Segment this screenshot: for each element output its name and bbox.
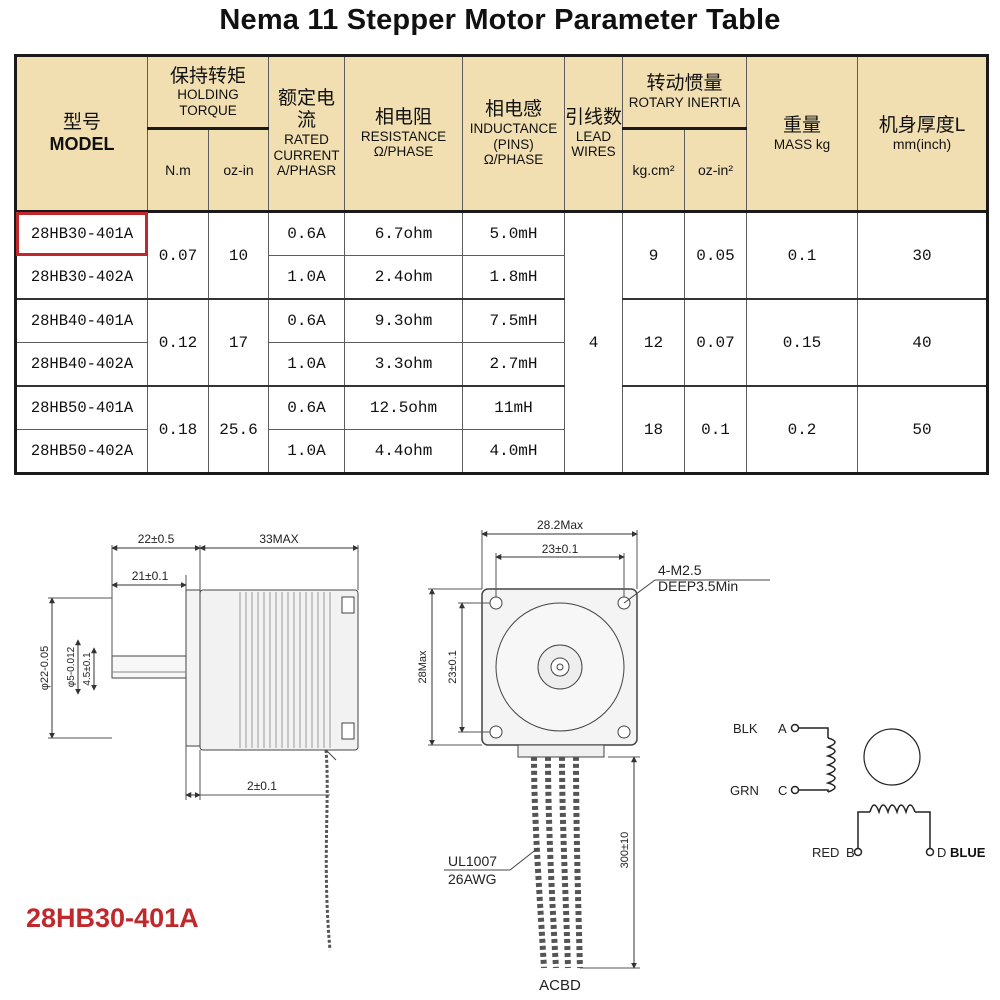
wire-blk-label: BLK xyxy=(733,721,758,736)
header-unit-nm: N.m xyxy=(147,128,209,212)
model-cell: 28HB40-401A xyxy=(15,298,148,343)
inductance-cell: 11mH xyxy=(462,385,565,430)
inertia-ozin2-cell: 0.07 xyxy=(684,298,747,387)
current-cell: 0.6A xyxy=(268,210,345,256)
current-cell: 1.0A xyxy=(268,342,345,387)
dim-phi22: φ22-0.05 xyxy=(39,646,51,690)
front-view-drawing xyxy=(428,530,770,969)
current-cell: 0.6A xyxy=(268,385,345,430)
inductance-cell: 7.5mH xyxy=(462,298,565,343)
torque-nm-cell: 0.18 xyxy=(147,385,209,474)
dim-28-2max: 28.2Max xyxy=(537,518,583,532)
hole-spec: 4-M2.5 xyxy=(658,562,702,578)
technical-drawings: 22±0.5 33MAX 21±0.1 2±0.1 φ22-0.05 φ5-0.… xyxy=(39,518,986,994)
torque-nm-cell: 0.07 xyxy=(147,210,209,300)
resistance-cell: 6.7ohm xyxy=(344,210,463,256)
header-rotary-inertia: 转动惯量 ROTARY INERTIA xyxy=(622,55,747,130)
header-lead-wires: 引线数 LEAD WIRES xyxy=(564,55,623,212)
inertia-ozin2-cell: 0.1 xyxy=(684,385,747,474)
header-thickness: 机身厚度L mm(inch) xyxy=(857,55,988,212)
header-rated-current: 额定电流 RATED CURRENT A/PHASR xyxy=(268,55,345,212)
current-cell: 1.0A xyxy=(268,255,345,300)
pin-a-label: A xyxy=(778,721,787,736)
thickness-cell: 40 xyxy=(857,298,988,387)
wire-grn-label: GRN xyxy=(730,783,759,798)
model-cell-highlighted: 28HB30-401A xyxy=(15,210,148,256)
wire-order-label: ACBD xyxy=(539,977,581,994)
torque-ozin-cell: 17 xyxy=(208,298,269,387)
inertia-kgcm2-cell: 9 xyxy=(622,210,685,300)
table-row: 28HB50-401A 0.18 25.6 0.6A 12.5ohm 11mH … xyxy=(15,385,988,474)
header-model: 型号 MODEL xyxy=(15,55,148,212)
lead-wires-cell: 4 xyxy=(564,210,623,474)
page-title: Nema 11 Stepper Motor Parameter Table xyxy=(219,4,781,36)
model-cell: 28HB50-401A xyxy=(15,385,148,430)
header-unit-ozin2: oz-in² xyxy=(684,128,747,212)
inertia-kgcm2-cell: 18 xyxy=(622,385,685,474)
side-view-drawing xyxy=(48,545,359,951)
dim-21: 21±0.1 xyxy=(132,569,169,583)
wire-red-label: RED xyxy=(812,845,839,860)
table-row: 28HB30-402A 1.0A 2.4ohm 1.8mH xyxy=(15,255,988,300)
table-row: 28HB30-401A 0.07 10 0.6A 6.7ohm 5.0mH 4 … xyxy=(15,210,988,474)
dim-23-vertical: 23±0.1 xyxy=(447,650,459,684)
parameter-table: 型号 MODEL 保持转矩 HOLDING TORQUE 额定电流 RATED … xyxy=(14,54,989,475)
inductance-cell: 4.0mH xyxy=(462,429,565,474)
table-row: 28HB50-402A 1.0A 4.4ohm 4.0mH xyxy=(15,429,988,474)
dim-2: 2±0.1 xyxy=(247,779,277,793)
resistance-cell: 12.5ohm xyxy=(344,385,463,430)
model-cell: 28HB50-402A xyxy=(15,429,148,474)
mass-cell: 0.15 xyxy=(746,298,858,387)
wire-spec-awg: 26AWG xyxy=(448,871,497,887)
thickness-cell: 50 xyxy=(857,385,988,474)
header-mass: 重量 MASS kg xyxy=(746,55,858,212)
mass-cell: 0.1 xyxy=(746,210,858,300)
current-cell: 1.0A xyxy=(268,429,345,474)
dim-phi5: φ5-0.012 xyxy=(66,646,77,687)
wire-blue-label: BLUE xyxy=(950,845,986,860)
table-row: 28HB40-402A 1.0A 3.3ohm 2.7mH xyxy=(15,342,988,387)
inductance-cell: 2.7mH xyxy=(462,342,565,387)
torque-ozin-cell: 10 xyxy=(208,210,269,300)
header-unit-kgcm2: kg.cm² xyxy=(622,128,685,212)
inertia-ozin2-cell: 0.05 xyxy=(684,210,747,300)
pin-d-label: D xyxy=(937,845,946,860)
dim-22: 22±0.5 xyxy=(138,532,175,546)
torque-ozin-cell: 25.6 xyxy=(208,385,269,474)
resistance-cell: 9.3ohm xyxy=(344,298,463,343)
current-cell: 0.6A xyxy=(268,298,345,343)
inertia-kgcm2-cell: 12 xyxy=(622,298,685,387)
header-holding-torque: 保持转矩 HOLDING TORQUE xyxy=(147,55,269,130)
table-row: 28HB40-401A 0.12 17 0.6A 9.3ohm 7.5mH 12… xyxy=(15,298,988,387)
inductance-cell: 5.0mH xyxy=(462,210,565,256)
hole-depth-spec: DEEP3.5Min xyxy=(658,578,738,594)
dim-28max: 28Max xyxy=(417,650,429,684)
mass-cell: 0.2 xyxy=(746,385,858,474)
wire-spec-ul: UL1007 xyxy=(448,853,497,869)
inductance-cell: 1.8mH xyxy=(462,255,565,300)
resistance-cell: 4.4ohm xyxy=(344,429,463,474)
thickness-cell: 30 xyxy=(857,210,988,300)
header-unit-ozin: oz-in xyxy=(208,128,269,212)
resistance-cell: 3.3ohm xyxy=(344,342,463,387)
dim-33max: 33MAX xyxy=(259,532,298,546)
dim-23-horizontal: 23±0.1 xyxy=(542,542,579,556)
torque-nm-cell: 0.12 xyxy=(147,298,209,387)
model-cell: 28HB40-402A xyxy=(15,342,148,387)
pin-c-label: C xyxy=(778,783,787,798)
model-cell: 28HB30-402A xyxy=(15,255,148,300)
resistance-cell: 2.4ohm xyxy=(344,255,463,300)
header-resistance: 相电阻 RESISTANCE Ω/PHASE xyxy=(344,55,463,212)
pin-b-label: B xyxy=(846,845,855,860)
dim-4-5: 4.5±0.1 xyxy=(82,652,93,686)
dim-300: 300±10 xyxy=(619,832,631,869)
wiring-diagram xyxy=(790,723,935,857)
model-caption: 28HB30-401A xyxy=(26,903,199,933)
header-inductance: 相电感 INDUCTANCE (PINS) Ω/PHASE xyxy=(462,55,565,212)
